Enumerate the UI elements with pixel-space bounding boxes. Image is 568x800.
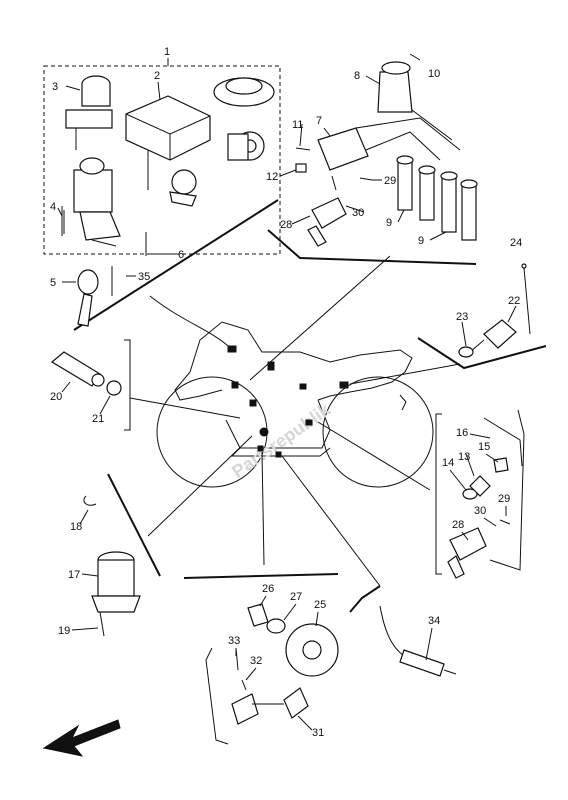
callout-16: 16	[456, 427, 468, 439]
callout-29b: 29	[498, 493, 510, 505]
speed-sensor-31	[231, 647, 309, 725]
callout-8: 8	[354, 70, 360, 82]
callout-22: 22	[508, 295, 520, 307]
group-box-coils	[267, 229, 477, 265]
direction-arrow	[42, 719, 121, 757]
group-box-right	[435, 409, 525, 575]
group-box-34	[349, 585, 381, 613]
callout-1: 1	[164, 46, 170, 58]
callout-17: 17	[68, 569, 80, 581]
callout-13: 13	[458, 451, 470, 463]
speed-sensor-rotor	[247, 603, 339, 677]
callout-3: 3	[52, 81, 58, 93]
callout-27: 27	[290, 591, 302, 603]
group-box-speed	[183, 573, 339, 745]
sensor-28	[307, 175, 347, 247]
callout-32: 32	[250, 655, 262, 667]
callout-18: 18	[70, 521, 82, 533]
marker-ecu	[227, 345, 237, 353]
callout-labels: 1 2 3 4 5 6 7 8 9 9 10 11 12 13 14 15 16…	[50, 46, 522, 739]
solenoid-17	[83, 495, 141, 637]
marker-sensor	[299, 383, 307, 390]
callout-34: 34	[428, 615, 440, 627]
callout-2: 2	[154, 70, 160, 82]
callout-30b: 30	[474, 505, 486, 517]
fuel-cap-lock	[213, 77, 275, 107]
seat-lock	[169, 131, 265, 207]
callout-23: 23	[456, 311, 468, 323]
callout-35: 35	[138, 271, 150, 283]
callout-25: 25	[314, 599, 326, 611]
callout-6: 6	[178, 249, 184, 261]
marker-coil	[231, 381, 239, 389]
callout-28a: 28	[280, 219, 292, 231]
ignition-coil	[317, 61, 461, 171]
callout-9b: 9	[418, 235, 424, 247]
watermark-text: Partsrepublik	[228, 399, 335, 482]
ignition-switch	[63, 75, 121, 247]
callout-28b: 28	[452, 519, 464, 531]
callout-11: 11	[292, 119, 303, 131]
group-box-22	[417, 337, 547, 370]
callout-14: 14	[442, 457, 454, 469]
sensor-22	[458, 263, 531, 358]
marker-side	[305, 419, 313, 426]
callout-7: 7	[316, 115, 322, 127]
callout-31: 31	[312, 727, 324, 739]
callout-15: 15	[478, 441, 490, 453]
ecu	[125, 95, 211, 190]
callout-24: 24	[510, 237, 522, 249]
oxygen-sensor-34	[379, 605, 457, 677]
callout-26: 26	[262, 583, 274, 595]
callout-21: 21	[92, 413, 104, 425]
bolts-ignition	[61, 206, 147, 296]
callout-4: 4	[50, 201, 56, 213]
sensor-20	[50, 351, 122, 396]
sensor-13-group	[447, 457, 511, 579]
callout-33: 33	[228, 635, 240, 647]
callout-10: 10	[428, 68, 440, 80]
spark-plug-caps	[396, 155, 478, 241]
group-box-17	[107, 473, 161, 577]
marker-relay	[249, 399, 257, 407]
leader-lines	[129, 255, 461, 587]
callout-12: 12	[266, 171, 278, 183]
callout-29a: 29	[384, 175, 396, 187]
callout-9a: 9	[386, 217, 392, 229]
marker-solenoid	[259, 427, 269, 437]
marker-o2	[339, 381, 349, 389]
group-box-20	[124, 339, 131, 431]
marker-speed2	[275, 451, 282, 458]
motorcycle-silhouette: Partsrepublik	[156, 321, 434, 488]
callout-ticks	[57, 75, 517, 731]
bolts-coil	[295, 53, 421, 181]
callout-30a: 30	[352, 207, 364, 219]
key	[77, 269, 99, 327]
callout-19: 19	[58, 625, 70, 637]
callout-5: 5	[50, 277, 56, 289]
marker-speed	[257, 445, 264, 452]
callout-20: 20	[50, 391, 62, 403]
